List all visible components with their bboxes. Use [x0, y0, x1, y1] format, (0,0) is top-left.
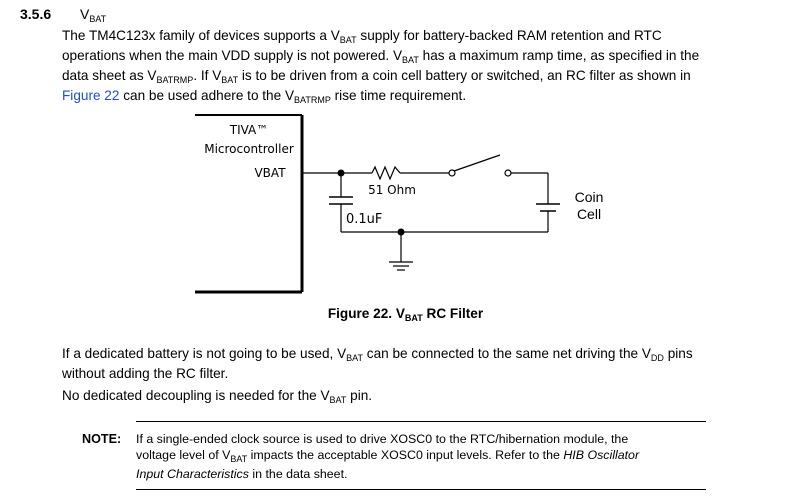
- intro-line-4: Figure 22 can be used adhere to the VBAT…: [62, 88, 467, 105]
- circuit-wires: [302, 172, 549, 262]
- junction-dot-top: [337, 169, 345, 177]
- note-line-3: Input Characteristics in the data sheet.: [136, 467, 348, 481]
- intro-paragraph: The TM4C123x family of devices supports …: [62, 28, 802, 108]
- battery-label-line-2: Cell: [577, 206, 601, 222]
- microcontroller-block: [195, 114, 304, 294]
- note-label: NOTE:: [82, 432, 122, 446]
- rc-filter-diagram: TIVA™ Microcontroller VBAT 51 Ohm 0.1uF …: [195, 114, 604, 294]
- intro-line-1: The TM4C123x family of devices supports …: [62, 28, 662, 45]
- intro-line-3: data sheet as VBATRMP. If VBAT is to be …: [62, 68, 691, 85]
- note-line-1: If a single-ended clock source is used t…: [136, 432, 629, 446]
- note-top-rule: [136, 421, 706, 422]
- battery-line-2: without adding the RC filter.: [62, 366, 229, 381]
- section-number: 3.5.6: [20, 6, 52, 22]
- coin-cell-battery-symbol: [536, 203, 560, 212]
- decoupling-paragraph: No dedicated decoupling is needed for th…: [62, 388, 373, 405]
- note-bottom-rule: [136, 489, 706, 490]
- dedicated-battery-paragraph: If a dedicated battery is not going to b…: [62, 346, 802, 382]
- figure-caption: Figure 22. VBAT RC Filter: [327, 306, 484, 323]
- note-text: If a single-ended clock source is used t…: [136, 432, 711, 483]
- battery-line-1: If a dedicated battery is not going to b…: [62, 346, 693, 363]
- battery-label-line-1: Coin: [575, 189, 604, 205]
- figure-22-link[interactable]: Figure 22: [62, 88, 120, 103]
- note-line-2: voltage level of VBAT impacts the accept…: [136, 447, 640, 464]
- capacitor-label: 0.1uF: [346, 212, 382, 227]
- resistor-symbol: [371, 165, 401, 181]
- junction-dot-bottom: [397, 228, 405, 236]
- intro-line-2: operations when the main VDD supply is n…: [62, 48, 700, 65]
- mcu-name-label: TIVA™: [229, 123, 269, 137]
- ground-icon: [389, 261, 413, 271]
- mcu-type-label: Microcontroller: [204, 142, 294, 156]
- capacitor-symbol: [329, 196, 353, 205]
- section-title: VBAT: [80, 6, 107, 24]
- vbat-pin-label: VBAT: [254, 166, 286, 180]
- switch-symbol: [448, 154, 512, 177]
- resistor-label: 51 Ohm: [368, 183, 416, 197]
